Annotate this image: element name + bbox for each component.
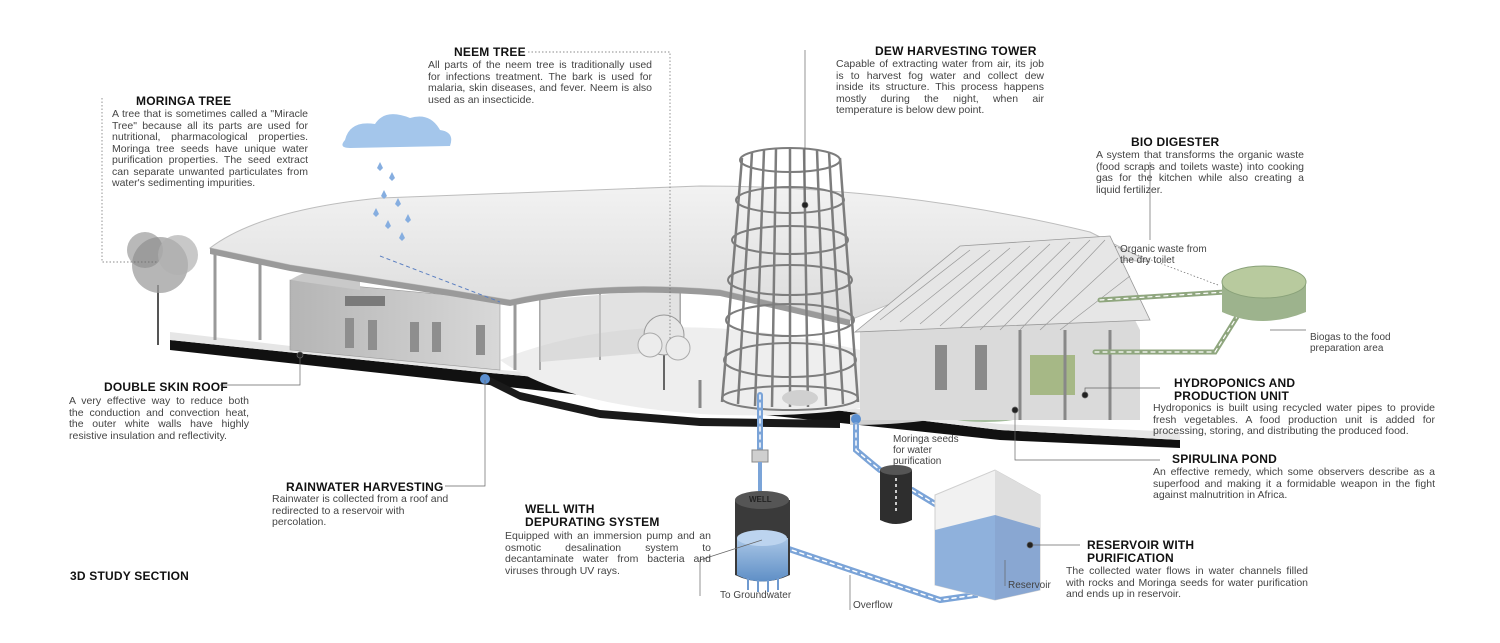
neem-tree-title: NEEM TREE: [454, 45, 526, 59]
dew-tower-description: Capable of extracting water from air, it…: [836, 58, 1044, 116]
reservoir-title: RESERVOIR WITH PURIFICATION: [1087, 538, 1195, 565]
bio-digester-description: A system that transforms the organic was…: [1096, 149, 1304, 196]
dew-harvesting-tower: [720, 147, 860, 411]
spirulina-pond-description: An effective remedy, which some observer…: [1153, 466, 1435, 501]
well-valve: [751, 449, 769, 463]
hydroponics-description: Hydroponics is built using recycled wate…: [1153, 402, 1435, 437]
well-tag-label: WELL: [749, 495, 772, 504]
moringa-tree-title: MORINGA TREE: [136, 94, 232, 108]
neem-tree-illustration: [637, 314, 691, 390]
reservoir-description: The collected water flows in water chann…: [1066, 565, 1308, 600]
tower-collector: [782, 390, 818, 406]
moringa-tree-illustration: [127, 232, 198, 345]
organic-waste-label: Organic waste from the dry toilet: [1120, 244, 1207, 266]
well-title: WELL WITH DEPURATING SYSTEM: [525, 502, 660, 529]
well-description: Equipped with an immersion pump and an o…: [505, 530, 711, 577]
spirulina-pond-title: SPIRULINA POND: [1172, 452, 1278, 466]
overflow-label: Overflow: [853, 600, 893, 611]
reservoir-label: Reservoir: [1008, 580, 1051, 591]
well-cylinder: [735, 491, 790, 592]
moringa-tree-description: A tree that is sometimes called a "Mirac…: [112, 108, 308, 189]
to-groundwater-label: To Groundwater: [720, 590, 792, 601]
neem-tree-description: All parts of the neem tree is traditiona…: [428, 59, 652, 106]
hydroponics-title: HYDROPONICS AND PRODUCTION UNIT: [1174, 376, 1296, 403]
bio-digester-tank: [1221, 265, 1307, 321]
rainwater-drain: [480, 374, 490, 384]
rain-cloud-icon: [342, 114, 452, 241]
right-building: [853, 235, 1151, 420]
rainwater-harvesting-title: RAINWATER HARVESTING: [286, 480, 444, 494]
courtyard-drain: [851, 414, 861, 424]
dew-tower-title: DEW HARVESTING TOWER: [875, 44, 1037, 58]
double-skin-roof-description: A very effective way to reduce both the …: [69, 395, 249, 442]
reservoir-box: [934, 469, 1041, 601]
biogas-label: Biogas to the food preparation area: [1310, 332, 1391, 354]
double-skin-roof-title: DOUBLE SKIN ROOF: [104, 380, 228, 394]
moringa-filter-cylinder: [880, 465, 912, 524]
moringa-seeds-label: Moringa seeds for water purification: [893, 434, 959, 467]
leader-lines: [101, 50, 1306, 610]
section-title: 3D STUDY SECTION: [70, 569, 189, 583]
rainwater-harvesting-description: Rainwater is collected from a roof and r…: [272, 493, 449, 528]
left-building: [213, 246, 681, 371]
bio-digester-title: BIO DIGESTER: [1131, 135, 1220, 149]
